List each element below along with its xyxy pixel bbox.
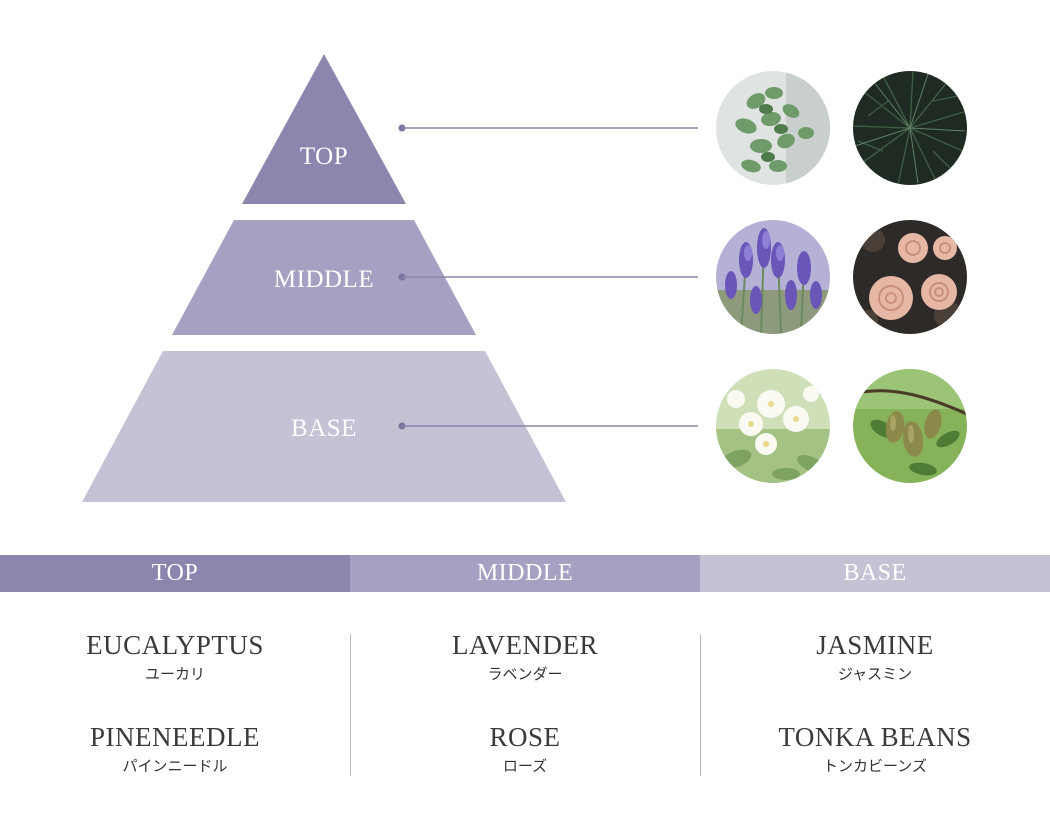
connector-top bbox=[398, 124, 698, 132]
note-name-en: EUCALYPTUS bbox=[86, 630, 264, 660]
jasmine-photo bbox=[716, 369, 830, 483]
column-divider bbox=[700, 634, 701, 776]
rose-photo bbox=[853, 220, 967, 334]
pyramid-label-base: BASE bbox=[291, 415, 357, 442]
note-rose: ROSE ローズ bbox=[350, 722, 700, 776]
band-middle: MIDDLE bbox=[350, 555, 700, 592]
note-name-en: PINENEEDLE bbox=[90, 722, 260, 752]
note-jasmine: JASMINE ジャスミン bbox=[700, 630, 1050, 684]
column-divider bbox=[350, 634, 351, 776]
eucalyptus-photo bbox=[716, 71, 830, 185]
note-eucalyptus: EUCALYPTUS ユーカリ bbox=[0, 630, 350, 684]
pyramid-label-top: TOP bbox=[300, 143, 348, 170]
tier-band: TOP MIDDLE BASE bbox=[0, 555, 1050, 592]
fragrance-pyramid: TOP MIDDLE BASE bbox=[82, 54, 698, 502]
note-name-en: LAVENDER bbox=[451, 630, 598, 660]
note-name-ja: トンカビーンズ bbox=[823, 757, 927, 775]
connector-middle bbox=[398, 273, 698, 281]
pyramid-tier-middle bbox=[172, 220, 476, 335]
pyramid-tier-top bbox=[242, 54, 406, 204]
note-name-ja: パインニードル bbox=[122, 757, 228, 775]
band-label-top: TOP bbox=[151, 560, 199, 586]
note-name-en: JASMINE bbox=[816, 630, 934, 660]
note-tonka-beans: TONKA BEANS トンカビーンズ bbox=[700, 722, 1050, 776]
pine-needle-photo bbox=[853, 71, 967, 185]
note-name-en: TONKA BEANS bbox=[778, 722, 972, 752]
lavender-photo bbox=[716, 220, 830, 334]
note-pineneedle: PINENEEDLE パインニードル bbox=[0, 722, 350, 776]
connector-base bbox=[398, 422, 698, 430]
band-label-base: BASE bbox=[843, 560, 907, 586]
pyramid-label-middle: MIDDLE bbox=[274, 266, 374, 293]
pyramid-tier-base bbox=[82, 351, 566, 502]
note-name-en: ROSE bbox=[489, 722, 561, 752]
note-name-ja: ジャスミン bbox=[837, 665, 913, 683]
band-base: BASE bbox=[700, 555, 1050, 592]
note-name-ja: ローズ bbox=[502, 757, 548, 775]
note-lavender: LAVENDER ラベンダー bbox=[350, 630, 700, 684]
tonka-beans-photo bbox=[853, 369, 967, 483]
note-name-ja: ラベンダー bbox=[487, 665, 563, 683]
note-name-ja: ユーカリ bbox=[144, 665, 205, 683]
band-top: TOP bbox=[0, 555, 350, 592]
band-label-middle: MIDDLE bbox=[476, 560, 574, 586]
